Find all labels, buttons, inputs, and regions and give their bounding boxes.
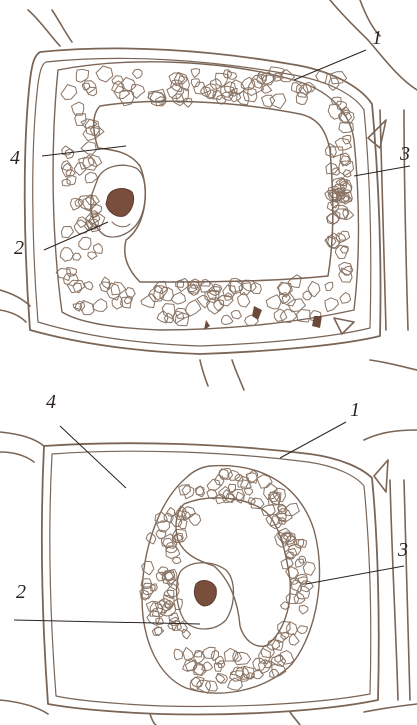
cytoplasm-granule	[60, 248, 73, 262]
cytoplasm-granule	[308, 281, 320, 296]
nucleus-inner-detail	[112, 222, 130, 227]
cytoplasm-granule	[174, 649, 183, 660]
cytoplasm-granule	[266, 295, 281, 309]
cytoplasm-granule	[93, 299, 107, 312]
label-vacuole-top: 4	[10, 147, 20, 169]
cytoplasm-granule	[178, 520, 187, 529]
cytoplasm-granule	[297, 626, 307, 634]
label-vacuole-bottom: 4	[46, 391, 56, 413]
neighbor-cell-wall	[232, 360, 244, 390]
neighbor-cell-wall	[364, 430, 417, 440]
cytoplasm-granule	[201, 280, 210, 287]
cytoplasm-granule	[325, 282, 333, 290]
cytoplasm-granule	[296, 93, 307, 105]
cytoplasm-granule	[172, 94, 185, 106]
cytoplasm-granule	[205, 681, 217, 691]
cytoplasm-granule	[191, 69, 199, 78]
label-cytoplasm-top: 3	[399, 143, 410, 165]
neighbor-cell-wall	[0, 452, 34, 462]
cytoplasm-granule	[186, 300, 201, 316]
cytoplasm-granule	[62, 179, 70, 186]
cytoplasm-granule	[299, 605, 308, 614]
plastid	[252, 306, 262, 320]
cytoplasm-granule	[96, 66, 113, 82]
cytoplasm-granule	[289, 634, 299, 646]
cytoplasm-granule	[79, 158, 95, 170]
intercellular-space	[368, 120, 386, 148]
neighbor-cell-wall	[200, 360, 208, 386]
leader-line-cell-wall	[280, 422, 346, 458]
cytoplasm-granule	[126, 288, 136, 298]
neighbor-cell-wall	[390, 480, 398, 700]
cytoplasm-granule	[172, 292, 186, 304]
cytoplasm-granule	[303, 562, 315, 575]
nucleolus	[106, 189, 134, 217]
cytoplasm-granule	[85, 172, 98, 183]
label-cell-wall-top: 1	[372, 27, 382, 49]
cytoplasm-granule	[288, 275, 301, 288]
neighbor-cell-wall	[364, 704, 417, 712]
cytoplasm-granule	[251, 283, 261, 294]
top-cell-panel	[0, 0, 417, 390]
cytoplasm-granule	[214, 300, 224, 311]
label-cell-wall-bottom: 1	[350, 399, 360, 421]
cytoplasm-granule	[81, 142, 96, 155]
label-nucleus-bottom: 2	[16, 581, 26, 603]
neighbor-cell-wall	[404, 480, 410, 700]
cytoplasm-granule	[67, 280, 85, 293]
cytoplasm-granule	[237, 91, 249, 105]
cytoplasm-granule	[336, 233, 346, 243]
cytoplasm-granule	[182, 629, 190, 639]
cytoplasm-granule	[107, 283, 120, 300]
cytoplasm-granule	[133, 69, 143, 78]
leader-line-vacuole	[60, 426, 126, 488]
label-cytoplasm-bottom: 3	[397, 539, 408, 561]
cytoplasm-granule	[343, 170, 351, 177]
neighbor-cell-wall	[290, 712, 300, 725]
neighbor-cell-wall	[0, 700, 48, 714]
cytoplasm-granule	[61, 227, 73, 238]
cytoplasm-granule	[303, 291, 312, 300]
leader-line-cytoplasm	[306, 566, 404, 584]
neighbor-cell-wall	[0, 310, 26, 322]
cytoplasm-granule	[221, 315, 233, 324]
cytoplasm-granule	[227, 71, 236, 79]
neighbor-cell-wall	[150, 714, 156, 725]
cytoplasm-granule	[172, 557, 181, 563]
bottom-cell-panel	[0, 430, 417, 725]
cytoplasm-granule	[194, 82, 207, 94]
cytoplasm-granule	[164, 313, 173, 323]
cytoplasm-granule	[294, 592, 305, 603]
neighbor-cell-wall	[0, 432, 44, 446]
label-nucleus-top: 2	[14, 237, 24, 259]
cell-wall	[42, 443, 379, 714]
cytoplasm-granule	[189, 285, 199, 296]
cytoplasm-granule	[231, 311, 241, 319]
cytoplasm-granule	[219, 469, 229, 479]
cytoplasm-granule	[61, 85, 77, 100]
cytoplasm-granule	[131, 85, 145, 99]
cytoplasm-granule	[94, 243, 103, 253]
nucleolus	[194, 581, 216, 606]
cytoplasm-granule	[228, 470, 240, 480]
neighbor-cell-wall	[52, 10, 72, 42]
cytoplasm-granule	[182, 486, 194, 499]
neighbor-cell-wall	[370, 360, 417, 370]
cytoplasm-granule	[325, 298, 339, 312]
cytoplasm-granule	[183, 647, 194, 661]
neighbor-cell-wall	[0, 290, 30, 306]
cytoplasm-granule	[340, 293, 351, 304]
cytoplasm-granule	[75, 301, 85, 310]
cytoplasm-granules	[56, 66, 354, 326]
cytoplasm-granule	[76, 69, 88, 82]
cytoplasm-granule	[84, 282, 93, 290]
intercellular-space	[374, 460, 388, 492]
cytoplasm-granule	[79, 237, 91, 249]
cytoplasm-granule	[203, 647, 215, 658]
